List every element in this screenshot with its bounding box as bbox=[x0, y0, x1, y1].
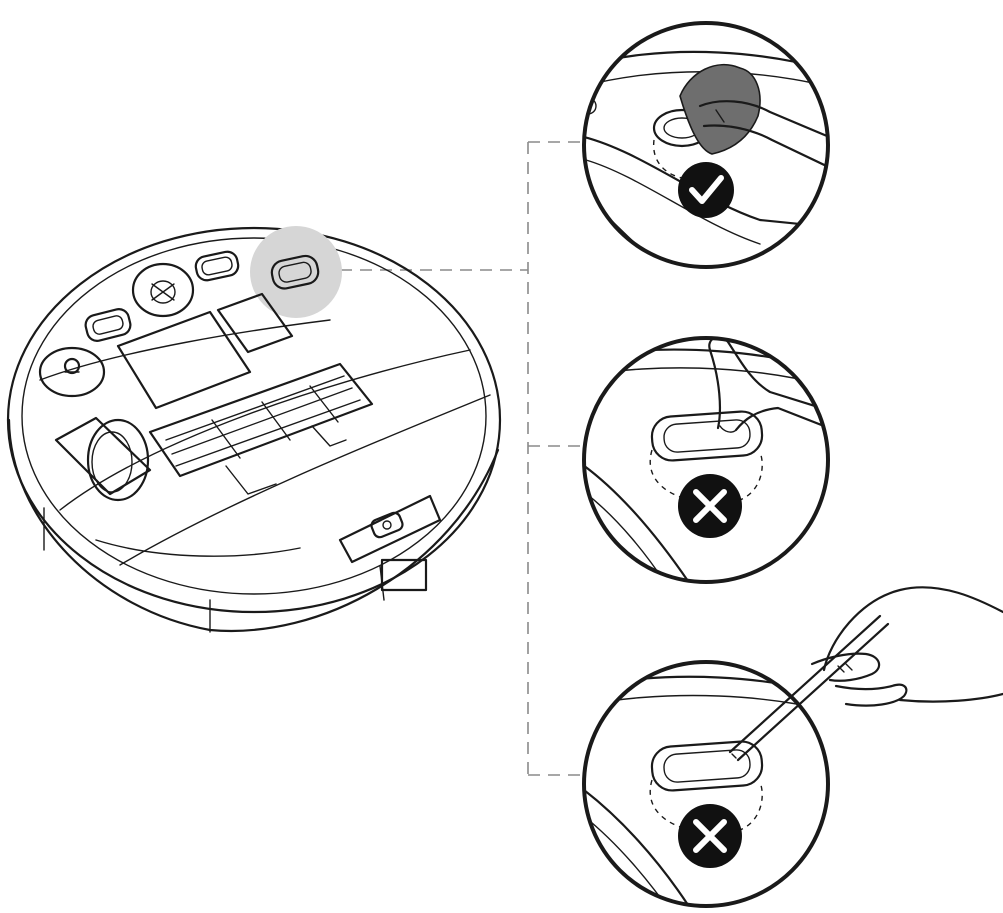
panel-finger-press bbox=[570, 337, 860, 600]
panel-sharp-tool bbox=[570, 587, 1003, 913]
robot-vacuum bbox=[8, 226, 500, 632]
tweezers bbox=[730, 616, 888, 760]
finger bbox=[709, 337, 860, 428]
cliff-sensor bbox=[194, 250, 240, 282]
caster-wheel bbox=[133, 264, 193, 316]
cliff-sensor bbox=[84, 307, 133, 343]
connector-lines bbox=[340, 142, 584, 775]
check-icon bbox=[678, 162, 734, 218]
hand bbox=[812, 587, 1003, 705]
cross-icon bbox=[678, 804, 742, 868]
main-brush-bay bbox=[150, 364, 372, 476]
cross-icon bbox=[678, 474, 742, 538]
highlighted-sensor-area bbox=[250, 226, 342, 318]
rear-port bbox=[382, 560, 426, 590]
sensor-window bbox=[651, 740, 764, 792]
panel-cloth-wipe bbox=[570, 23, 860, 268]
sensor-window bbox=[651, 410, 764, 462]
cloth bbox=[680, 65, 760, 154]
